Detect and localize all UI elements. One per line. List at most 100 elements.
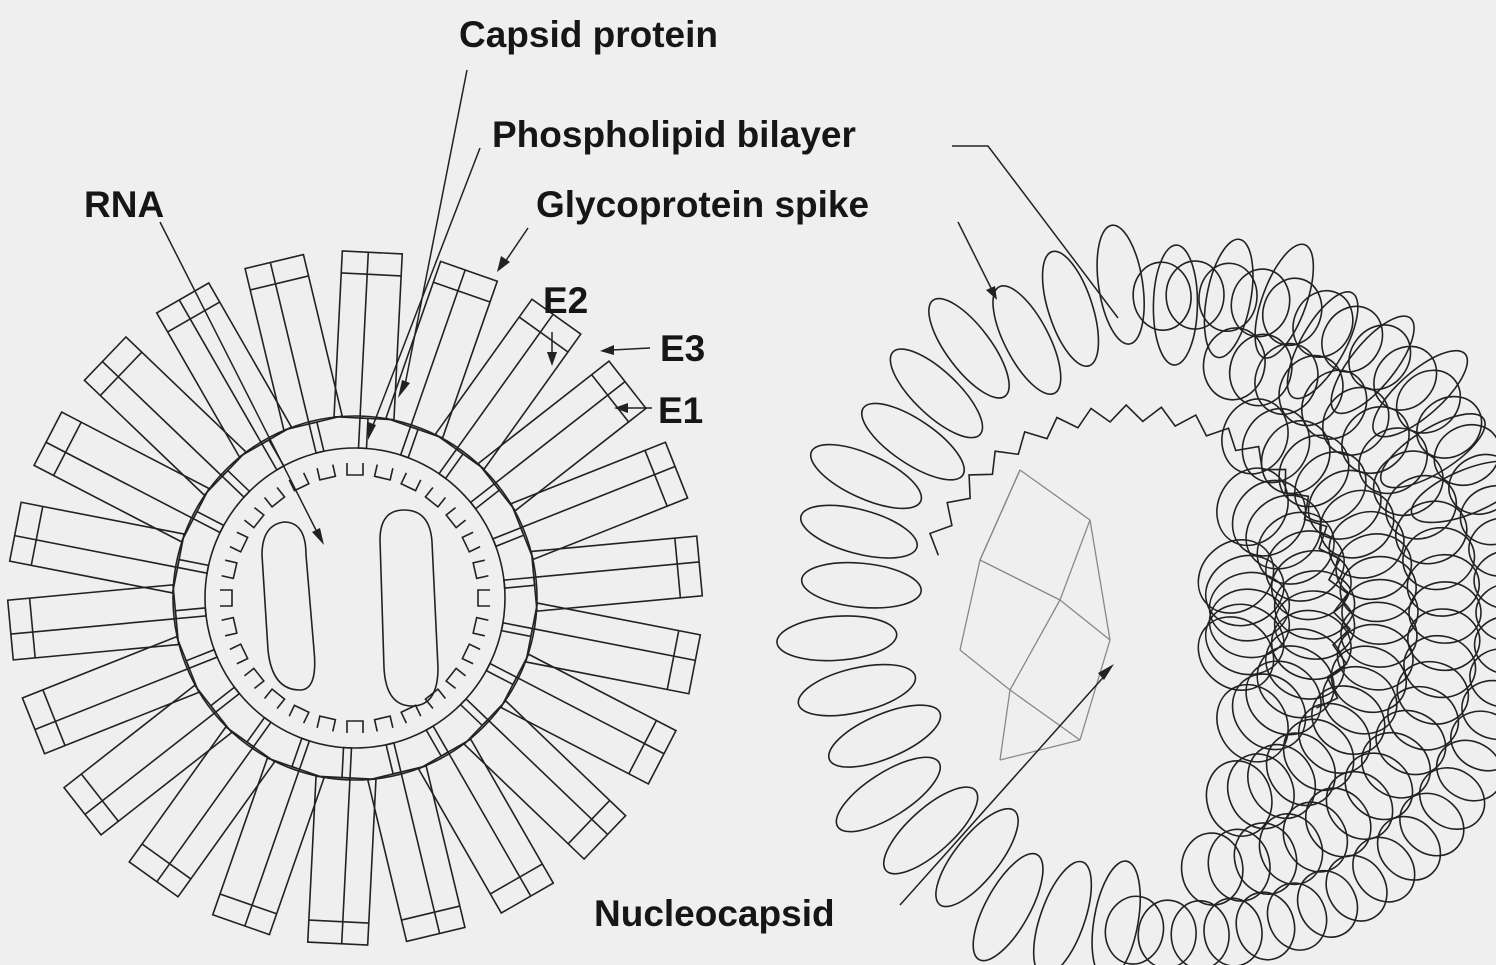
capsid-protein-ring — [220, 463, 490, 733]
spike-petal — [1031, 245, 1110, 373]
spike-petal — [1196, 235, 1261, 361]
spike-tip-divider — [81, 774, 118, 821]
lattice-edge — [980, 560, 1060, 600]
spike-petal — [1243, 237, 1325, 365]
label-phospholipid-bilayer: Phospholipid bilayer — [492, 114, 856, 155]
spike-cell — [1465, 643, 1496, 713]
spike-stem — [426, 726, 448, 756]
capsomer — [265, 487, 285, 506]
spike-cell — [1258, 875, 1335, 958]
spike-tip-divider — [100, 352, 142, 395]
spike-outer — [511, 442, 687, 559]
arrowhead — [600, 345, 614, 355]
spike-tip-divider — [142, 844, 191, 879]
spike-cell — [1229, 886, 1301, 965]
glycoprotein-spike-petals — [775, 222, 1496, 965]
arrowhead — [398, 380, 410, 398]
capsomer — [317, 716, 335, 731]
spike-cell — [1453, 477, 1496, 553]
arrowhead — [312, 528, 324, 545]
glycoprotein-spike-leader — [505, 228, 528, 262]
spike-outer — [531, 536, 702, 611]
capsomer — [462, 644, 480, 664]
spike-stem — [439, 449, 463, 478]
label-e3: E3 — [660, 328, 705, 369]
spike-tip-divider — [220, 894, 277, 914]
spike-petal — [775, 612, 898, 664]
spike-stem — [292, 738, 309, 769]
spike-stem — [493, 528, 524, 547]
spike-cell — [1405, 384, 1494, 471]
capsomer — [289, 705, 309, 723]
spike-outer — [8, 585, 179, 660]
arrowhead — [368, 422, 376, 440]
spike-tip-divider — [519, 317, 568, 352]
spike-divider — [521, 466, 675, 527]
spike-stem — [471, 484, 500, 509]
spike-tip-divider — [43, 690, 65, 746]
label-e1: E1 — [658, 390, 703, 431]
spike-cell — [1235, 733, 1328, 831]
spike-cell — [1289, 358, 1380, 452]
spike-petal — [802, 432, 929, 522]
capsomer — [222, 618, 237, 636]
spike-divider — [179, 300, 262, 444]
spike-cell — [1384, 357, 1473, 445]
spike-outer — [22, 637, 198, 754]
spike-stem — [342, 748, 351, 778]
label-glycoprotein-spike: Glycoprotein spike — [536, 184, 869, 225]
spike-cell — [1387, 780, 1476, 868]
spike-stem — [186, 650, 217, 669]
spike-cell — [1313, 758, 1407, 852]
capsomer — [244, 508, 263, 528]
spike-petal — [793, 655, 920, 726]
spike-stem — [461, 699, 488, 726]
spike-outer — [129, 727, 274, 897]
spike-tip-divider — [168, 302, 220, 332]
spike-cell — [1463, 512, 1496, 583]
spike-divider — [11, 619, 176, 634]
e3-leader — [612, 348, 650, 350]
capsomer — [375, 716, 393, 731]
spike-stem — [178, 560, 209, 574]
capsomer — [478, 590, 490, 606]
arrowhead — [1098, 664, 1114, 680]
spike-cell — [1203, 455, 1302, 558]
spike-cell — [1329, 526, 1419, 608]
lattice-edge — [980, 470, 1020, 560]
spike-petal — [851, 390, 975, 494]
spike-cell — [1244, 498, 1348, 598]
capsomer — [244, 668, 263, 688]
virion-surface-view — [775, 222, 1496, 965]
spike-tip-divider — [645, 450, 667, 506]
spike-divider — [342, 778, 350, 944]
nucleocapsid-lattice — [960, 470, 1110, 760]
label-capsid-protein: Capsid protein — [459, 14, 718, 55]
capsomer — [222, 560, 237, 578]
capsomer — [220, 590, 232, 606]
spike-stem — [247, 718, 271, 747]
spike-outer — [157, 283, 292, 457]
spike-divider — [15, 536, 178, 568]
spike-outer — [213, 758, 324, 934]
spike-stem — [175, 608, 206, 619]
spike-divider — [102, 362, 222, 477]
capsomer — [473, 560, 488, 578]
virion-cross-section — [8, 251, 703, 945]
spike-tip-divider — [592, 375, 629, 422]
surface-spike-cells — [1100, 260, 1496, 965]
spike-cell — [1292, 775, 1384, 869]
lattice-edge — [1000, 740, 1080, 760]
spike-tip-divider — [341, 273, 401, 276]
arrowhead — [986, 286, 997, 300]
spike-stem — [486, 664, 516, 685]
spike-stem — [501, 623, 532, 637]
spike-outer — [334, 251, 402, 420]
capsomer — [425, 487, 445, 506]
spike-outer — [245, 255, 342, 430]
lattice-edge — [1080, 640, 1110, 740]
capsomer — [401, 473, 421, 491]
spike-cell — [1336, 313, 1423, 402]
lattice-edge — [960, 650, 1010, 690]
